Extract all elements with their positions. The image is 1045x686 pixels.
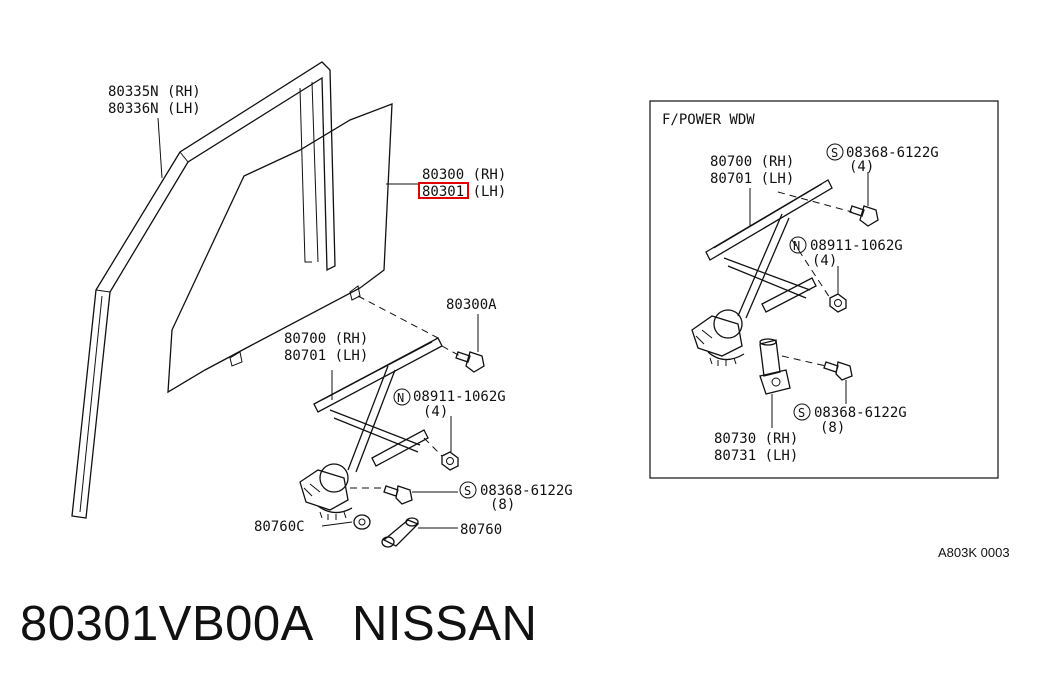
inset-screw-symbol-top-icon: S (826, 143, 844, 161)
label-glass-rh: 80300 (RH) (422, 167, 506, 183)
label-sash-lh: 80336N (LH) (108, 101, 201, 117)
label-bolt-80300a: 80300A (446, 297, 497, 313)
label-bolt-code: 08368-6122G (480, 483, 573, 499)
power-window-inset-frame (649, 100, 999, 479)
label-regulator-rh: 80700 (RH) (284, 331, 368, 347)
escutcheon-80760c (353, 514, 371, 530)
inset-label-motor-lh: 80731 (LH) (714, 448, 798, 464)
part-number: 80301VB00A (20, 597, 314, 651)
regulator-nut (441, 451, 459, 471)
inset-label-regulator-lh: 80701 (LH) (710, 171, 794, 187)
screw-symbol-letter: S (464, 484, 471, 498)
regulator-bolt (383, 485, 413, 505)
inset-label-bolt-code-top: 08368-6122G (846, 145, 939, 161)
label-crank-handle: 80760 (460, 522, 502, 538)
nut-symbol-letter: N (397, 391, 404, 405)
inset-label-nut-qty: (4) (812, 253, 837, 269)
label-regulator-lh: 80701 (LH) (284, 348, 368, 364)
inset-nut (829, 293, 847, 313)
inset-nut-symbol-icon: N (789, 236, 807, 254)
inset-screw-symbol-bottom-icon: S (793, 403, 811, 421)
label-glass-lh: 80301 (LH) (422, 184, 506, 200)
window-sash-frame (71, 61, 336, 519)
inset-screw-letter-bottom: S (798, 406, 805, 420)
inset-screw-letter-top: S (831, 146, 838, 160)
glass-bolt-80300a (455, 351, 485, 373)
label-bolt-qty: (8) (490, 497, 515, 513)
label-sash-rh: 80335N (RH) (108, 84, 201, 100)
manual-window-regulator (299, 337, 443, 520)
inset-bolt-bottom (823, 361, 853, 381)
screw-symbol-icon: S (459, 481, 477, 499)
inset-nut-letter: N (793, 239, 800, 253)
power-window-motor (759, 338, 791, 395)
brand-name: NISSAN (352, 597, 538, 651)
label-escutcheon: 80760C (254, 519, 305, 535)
inset-label-motor-rh: 80730 (RH) (714, 431, 798, 447)
inset-bolt-top (849, 205, 879, 227)
label-nut-code: 08911-1062G (413, 389, 506, 405)
diagram-code: A803K 0003 (938, 545, 1010, 560)
inset-label-bolt-code-bottom: 08368-6122G (814, 405, 907, 421)
power-window-regulator (691, 179, 833, 366)
inset-label-bolt-qty-bottom: (8) (820, 420, 845, 436)
inset-label-bolt-qty-top: (4) (849, 159, 874, 175)
nut-symbol-icon: N (393, 388, 411, 406)
window-crank-handle-80760 (381, 517, 420, 548)
inset-title: F/POWER WDW (662, 112, 755, 128)
highlight-box (418, 182, 469, 199)
label-nut-qty: (4) (423, 404, 448, 420)
inset-label-nut-code: 08911-1062G (810, 238, 903, 254)
inset-label-regulator-rh: 80700 (RH) (710, 154, 794, 170)
door-glass (167, 103, 393, 394)
